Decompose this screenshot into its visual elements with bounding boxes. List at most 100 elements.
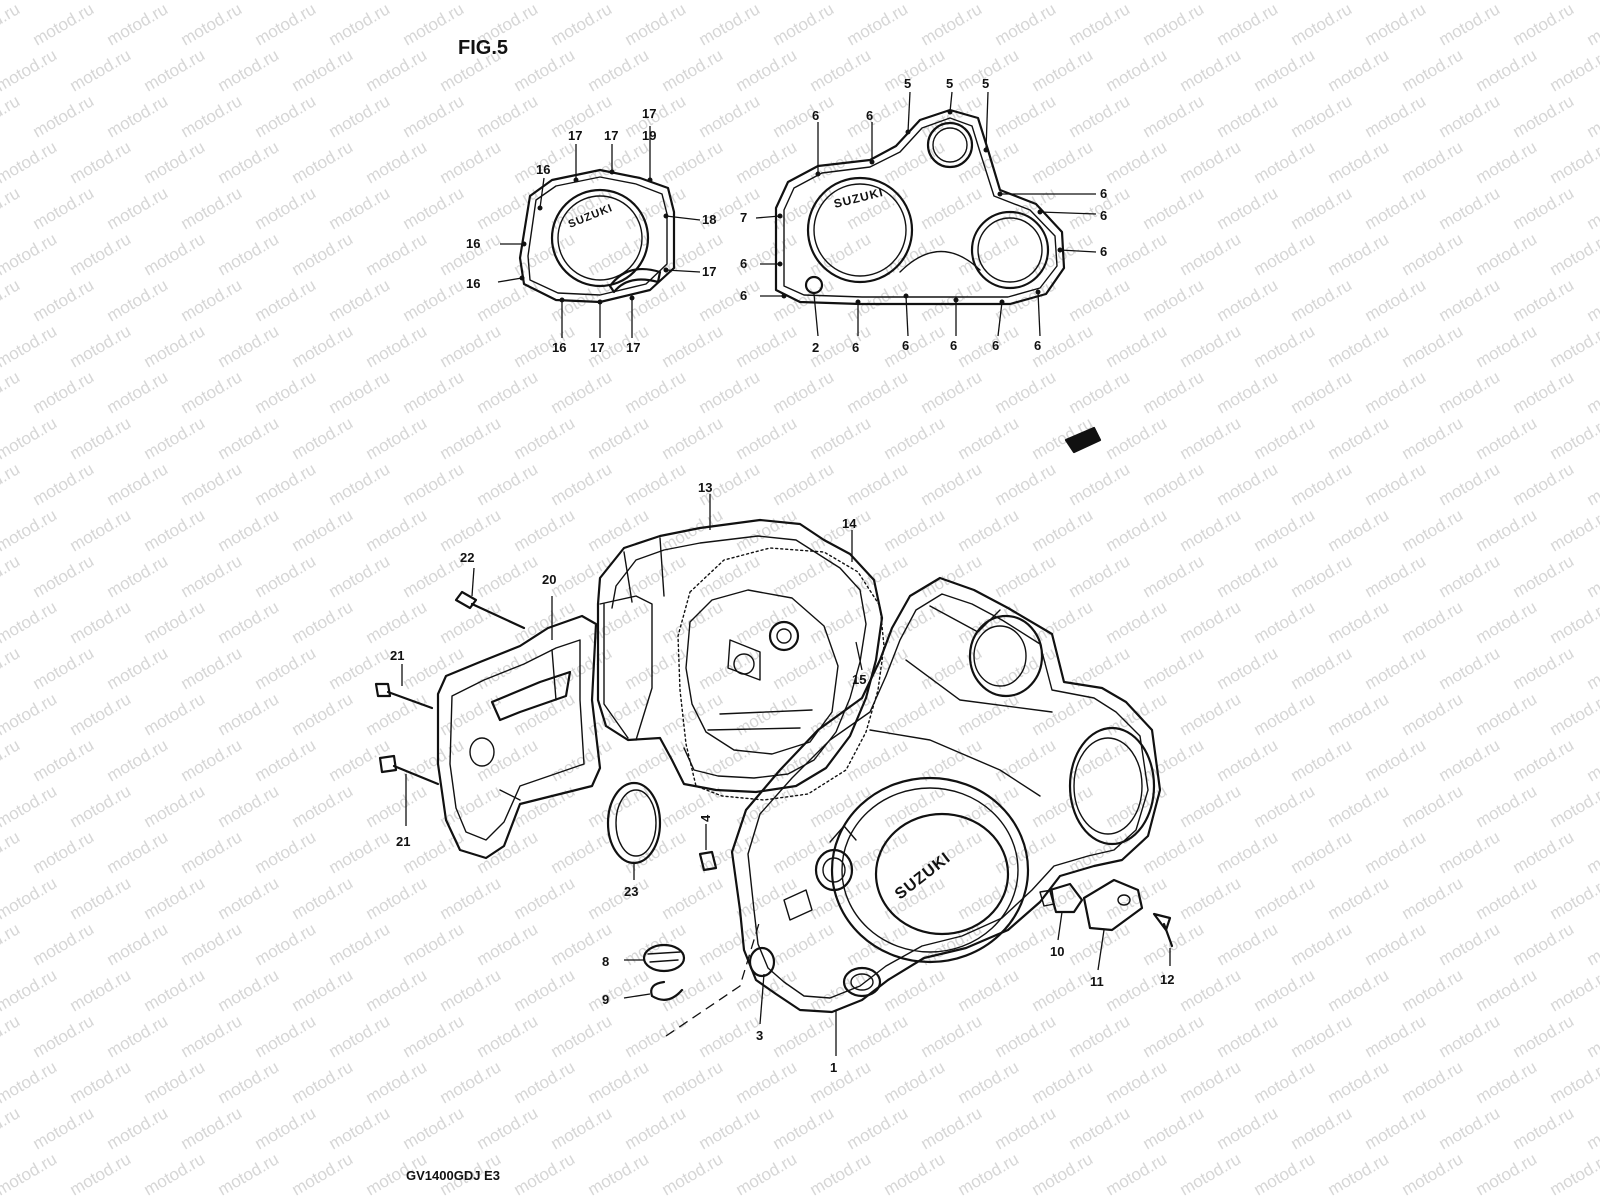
watermark-text: motod.ru (1177, 689, 1245, 739)
watermark-text: motod.ru (881, 689, 949, 739)
watermark-text: motod.ru (585, 413, 653, 463)
watermark-text: motod.ru (215, 45, 283, 95)
callout-14: 14 (842, 516, 857, 531)
watermark-text: motod.ru (474, 183, 542, 233)
watermark-text: motod.ru (215, 0, 283, 3)
watermark-text: motod.ru (363, 413, 431, 463)
watermark-text: motod.ru (1103, 229, 1171, 279)
watermark-text: motod.ru (437, 137, 505, 187)
watermark-text: motod.ru (437, 689, 505, 739)
watermark-text: motod.ru (1066, 551, 1134, 601)
watermark-text: motod.ru (30, 459, 98, 509)
watermark-text: motod.ru (659, 45, 727, 95)
watermark-text: motod.ru (770, 643, 838, 693)
watermark-text: motod.ru (0, 1103, 23, 1153)
watermark-text: motod.ru (1362, 643, 1430, 693)
watermark-text: motod.ru (1436, 275, 1504, 325)
watermark-text: motod.ru (0, 1057, 60, 1107)
watermark-text: motod.ru (30, 183, 98, 233)
watermark-text: motod.ru (548, 1011, 616, 1061)
callout-1: 1 (830, 1060, 837, 1075)
watermark-text: motod.ru (1140, 275, 1208, 325)
watermark-text: motod.ru (807, 0, 875, 3)
watermark-text: motod.ru (1473, 413, 1541, 463)
watermark-text: motod.ru (1029, 505, 1097, 555)
watermark-text: motod.ru (1584, 0, 1600, 49)
watermark-text: motod.ru (696, 0, 764, 49)
watermark-text: motod.ru (1214, 91, 1282, 141)
watermark-text: motod.ru (1547, 0, 1600, 3)
callout-6: 6 (852, 340, 859, 355)
watermark-text: motod.ru (67, 873, 135, 923)
watermark-text: motod.ru (844, 367, 912, 417)
watermark-text: motod.ru (1584, 1011, 1600, 1061)
watermark-text: motod.ru (67, 229, 135, 279)
watermark-text: motod.ru (474, 735, 542, 785)
watermark-text: motod.ru (474, 367, 542, 417)
watermark-text: motod.ru (733, 321, 801, 371)
watermark-text: motod.ru (1288, 1103, 1356, 1153)
watermark-text: motod.ru (141, 689, 209, 739)
watermark-text: motod.ru (363, 505, 431, 555)
watermark-text: motod.ru (1029, 0, 1097, 3)
watermark-text: motod.ru (400, 735, 468, 785)
watermark-text: motod.ru (1362, 367, 1430, 417)
watermark-text: motod.ru (104, 1103, 172, 1153)
dowel-pin-4 (698, 850, 718, 872)
watermark-text: motod.ru (1103, 45, 1171, 95)
watermark-text: motod.ru (400, 91, 468, 141)
watermark-text: motod.ru (178, 0, 246, 49)
watermark-text: motod.ru (289, 1149, 357, 1199)
watermark-text: motod.ru (437, 597, 505, 647)
watermark-text: motod.ru (178, 91, 246, 141)
watermark-text: motod.ru (511, 413, 579, 463)
watermark-text: motod.ru (326, 1011, 394, 1061)
watermark-text: motod.ru (141, 1149, 209, 1199)
watermark-text: motod.ru (548, 0, 616, 49)
watermark-text: motod.ru (1473, 1057, 1541, 1107)
callout-2: 2 (812, 340, 819, 355)
watermark-text: motod.ru (1325, 45, 1393, 95)
watermark-text: motod.ru (1177, 0, 1245, 3)
watermark-text: motod.ru (0, 45, 60, 95)
watermark-text: motod.ru (918, 1103, 986, 1153)
watermark-text: motod.ru (1066, 0, 1134, 49)
callout-17: 17 (568, 128, 582, 143)
watermark-text: motod.ru (1214, 459, 1282, 509)
watermark-text: motod.ru (1510, 827, 1578, 877)
callout-16: 16 (466, 276, 480, 291)
watermark-text: motod.ru (289, 965, 357, 1015)
watermark-text: motod.ru (1547, 781, 1600, 831)
watermark-text: motod.ru (0, 137, 60, 187)
watermark-text: motod.ru (1214, 1103, 1282, 1153)
watermark-text: motod.ru (0, 781, 60, 831)
watermark-text: motod.ru (1177, 45, 1245, 95)
watermark-text: motod.ru (1251, 781, 1319, 831)
watermark-text: motod.ru (770, 919, 838, 969)
watermark-text: motod.ru (1177, 229, 1245, 279)
watermark-text: motod.ru (1584, 735, 1600, 785)
switch-10 (1039, 882, 1084, 914)
callout-6: 6 (902, 338, 909, 353)
watermark-text: motod.ru (1140, 91, 1208, 141)
watermark-text: motod.ru (511, 965, 579, 1015)
watermark-text: motod.ru (1547, 597, 1600, 647)
watermark-text: motod.ru (1140, 1011, 1208, 1061)
watermark-text: motod.ru (400, 1011, 468, 1061)
watermark-text: motod.ru (363, 965, 431, 1015)
watermark-text: motod.ru (0, 91, 23, 141)
watermark-text: motod.ru (992, 1103, 1060, 1153)
watermark-text: motod.ru (363, 0, 431, 3)
watermark-text: motod.ru (400, 551, 468, 601)
watermark-text: motod.ru (141, 413, 209, 463)
watermark-text: motod.ru (1251, 1057, 1319, 1107)
watermark-text: motod.ru (0, 643, 23, 693)
watermark-text: motod.ru (1325, 1057, 1393, 1107)
watermark-text: motod.ru (1473, 1149, 1541, 1199)
watermark-text: motod.ru (1325, 689, 1393, 739)
watermark-text: motod.ru (1510, 459, 1578, 509)
callout-6: 6 (1100, 186, 1107, 201)
watermark-text: motod.ru (918, 275, 986, 325)
watermark-text: motod.ru (215, 1057, 283, 1107)
watermark-text: motod.ru (30, 1103, 98, 1153)
